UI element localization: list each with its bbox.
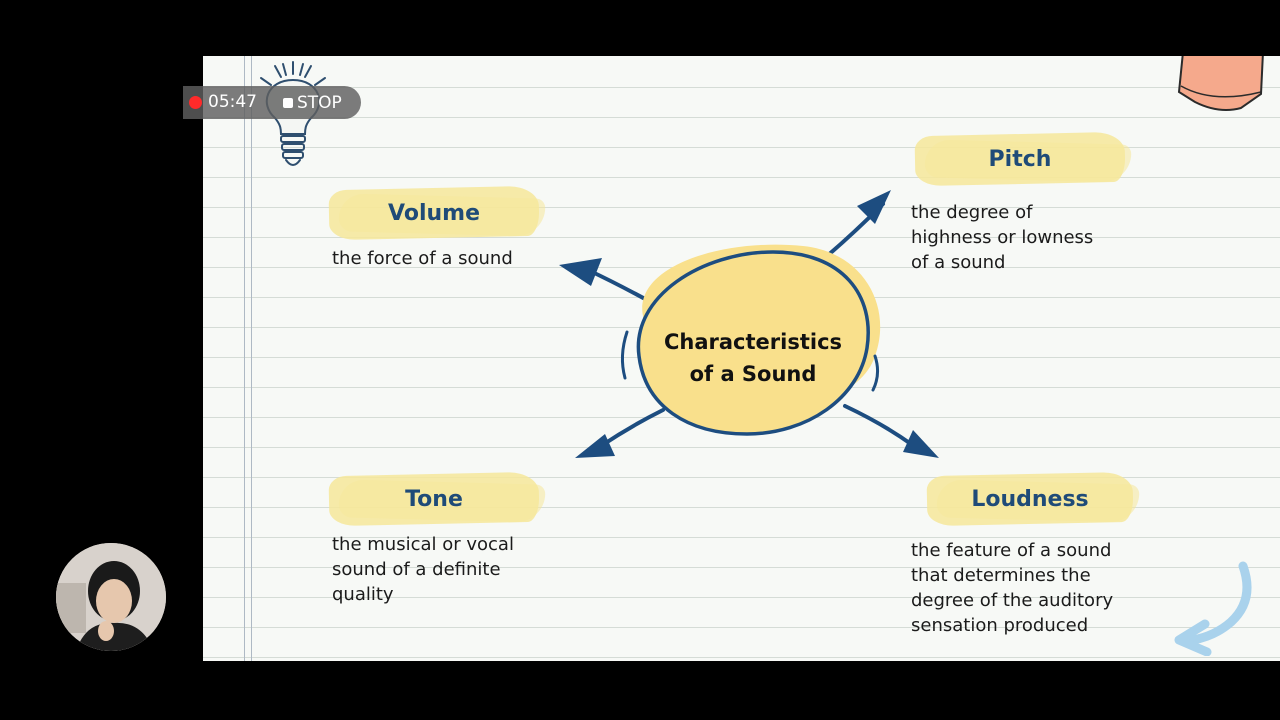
curved-arrow-icon [1174,561,1252,656]
stop-icon [283,97,293,108]
arrowhead-pitch [857,190,891,224]
loudness-description: the feature of a sound that determines t… [911,538,1113,638]
arrowhead-tone [575,434,615,458]
pitch-heading: Pitch [988,146,1052,172]
loudness-heading-box: Loudness [926,471,1140,527]
arrowhead-volume [559,258,602,286]
tone-line-3: quality [332,584,394,605]
mind-map-diagram [559,190,939,458]
record-dot-icon [189,96,202,109]
center-title-line-1: Characteristics [663,330,843,354]
volume-heading: Volume [388,200,480,226]
webcam-bubble[interactable] [56,543,166,651]
loudness-line-3: degree of the auditory [911,590,1114,611]
volume-heading-box: Volume [328,185,546,241]
pitch-line-3: of a sound [911,252,1006,273]
margin-line-left [244,56,245,661]
tone-heading: Tone [405,486,463,512]
pencil-eraser-icon [1177,56,1264,111]
tone-line-2: sound of a definite [332,559,501,580]
stop-label: STOP [297,92,342,113]
stop-recording-button[interactable]: STOP [279,89,346,116]
slide: Volume the force of a sound Pitch the de… [203,56,1280,661]
tone-description: the musical or vocal sound of a definite… [332,532,514,607]
recording-indicator: 05:47 STOP [183,86,361,119]
center-title-line-2: of a Sound [689,362,817,386]
center-title: Characteristics of a Sound [643,326,863,390]
recording-time: 05:47 [208,92,257,112]
presenter-video [56,543,166,651]
tone-line-1: the musical or vocal [332,534,514,555]
loudness-line-1: the feature of a sound [911,540,1112,561]
loudness-heading: Loudness [971,486,1089,512]
arrowhead-loudness [903,430,939,458]
pitch-heading-box: Pitch [914,131,1132,187]
center-circle [636,250,870,436]
loudness-line-4: sensation produced [911,615,1089,636]
arrow-tone-line [599,408,665,448]
loudness-line-2: that determines the [911,565,1091,586]
volume-line-1: the force of a sound [332,248,513,269]
tone-heading-box: Tone [328,471,546,527]
arrow-loudness-line [843,404,913,446]
volume-description: the force of a sound [332,246,513,271]
pitch-line-1: the degree of [911,202,1033,223]
pitch-description: the degree of highness or lowness of a s… [911,200,1093,275]
pitch-line-2: highness or lowness [911,227,1094,248]
margin-line-right [251,56,252,661]
